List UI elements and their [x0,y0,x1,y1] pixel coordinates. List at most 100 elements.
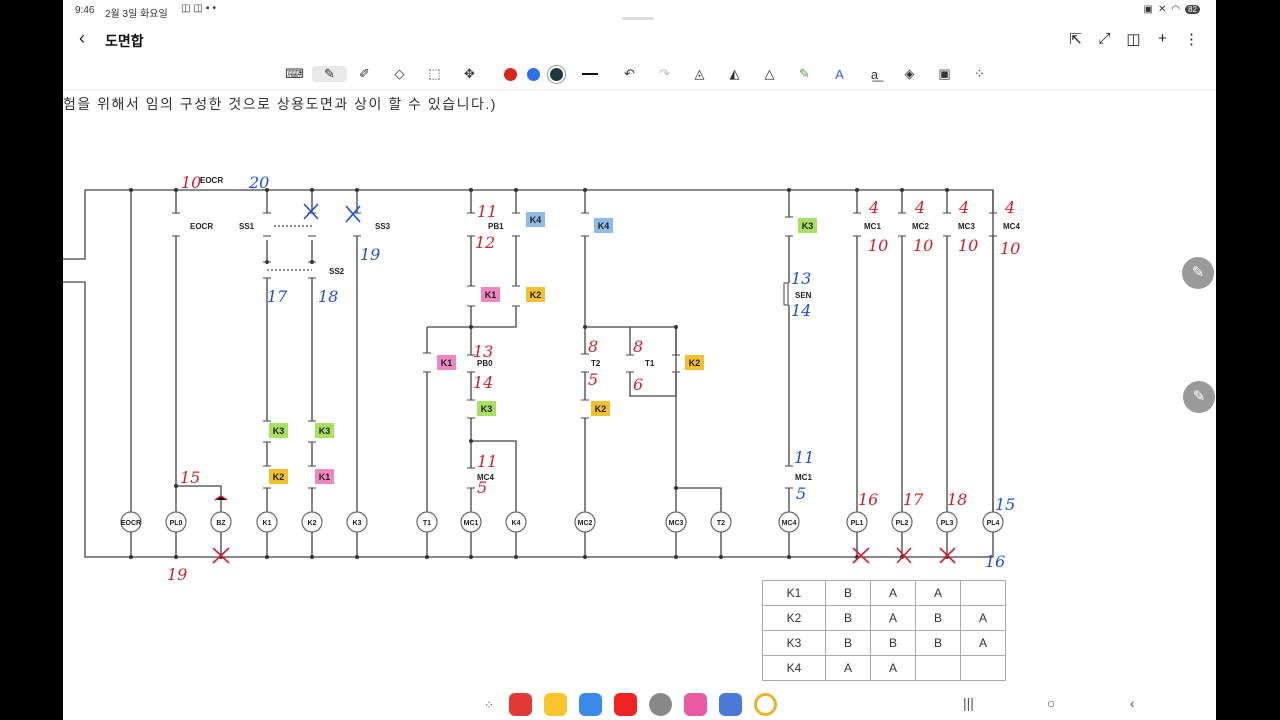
gallery-app-icon[interactable] [684,693,707,716]
pen-float-button-2[interactable]: ✎ [1183,381,1215,413]
more-icon[interactable]: ⋮ [1184,31,1199,48]
expand-icon[interactable]: ⤢ [1098,30,1111,47]
export-icon[interactable]: ⇱ [1069,31,1082,48]
svg-text:K1: K1 [441,358,453,368]
table-cell [960,580,1006,606]
add-icon[interactable]: + [1158,30,1167,47]
color-blue-swatch[interactable] [527,67,540,81]
memo-app-icon[interactable] [544,693,567,716]
row-label: K4 [762,655,826,681]
book-icon[interactable]: ◫ [1126,31,1141,48]
youtube-app-icon[interactable] [614,693,637,716]
blue-annotation: 18 [318,287,338,306]
coil-eocr: EOCR [120,511,142,533]
row-label: K3 [762,630,826,656]
undo-icon[interactable]: ↶ [624,66,635,81]
table-cell: A [960,630,1006,656]
contact-label: SEN [795,291,812,300]
keyboard-icon[interactable]: ⌨ [285,66,304,81]
lasso-icon[interactable]: ⬚ [428,66,441,81]
pen-icon[interactable]: ✎ [312,66,347,82]
recents-button[interactable]: ||| [963,695,974,711]
table-cell: B [870,630,916,656]
note-title[interactable]: 도면합 [105,33,144,49]
coil-label: T1 [423,520,431,527]
blue-annotation: 20 [248,173,269,192]
highlighter-icon[interactable]: ✐ [359,66,370,81]
color-red-swatch[interactable] [504,67,517,81]
red-annotation: 10 [913,236,933,255]
coil-t2: T2 [710,511,732,533]
blue-annotation: 14 [791,301,811,320]
red-annotation: 8 [633,337,643,356]
red-annotation: 16 [858,490,878,509]
text-icon[interactable]: A [835,66,844,82]
blue-annotation: 19 [360,245,380,264]
navigation-bar: ⁘ ||| ○ ‹ [63,688,1216,720]
contact-label: SS1 [239,222,255,231]
document-text: 험을 위해서 임의 구성한 것으로 상용도면과 상이 할 수 있습니다.) [63,96,497,112]
svg-text:K4: K4 [598,221,610,231]
contact-label: MC3 [958,222,975,231]
line-width-icon[interactable] [582,73,598,75]
back-chevron-icon[interactable]: ‹ [79,28,85,48]
relay-tag: K4 [594,218,613,233]
back-button[interactable]: ‹ [1130,695,1135,711]
marker-icon[interactable]: ✎ [799,66,810,81]
relay-tag: K2 [591,401,610,416]
red-annotation: 11 [477,452,497,471]
contact-label: PB1 [488,222,504,231]
svg-text:K2: K2 [689,358,701,368]
chrome-app-icon[interactable] [754,693,777,716]
coil-label: K4 [512,520,521,527]
eraser-icon[interactable]: ◇ [394,66,405,81]
notes-app-icon[interactable] [509,693,532,716]
red-annotation: 10 [958,236,978,255]
camera-app-icon[interactable] [649,693,672,716]
status-right: ▣ ✕ ◠ 82 [1144,4,1200,15]
shape-icon[interactable]: ◬ [694,66,705,81]
table-cell: B [825,605,871,631]
red-annotation: 12 [475,233,495,252]
home-button[interactable]: ○ [1047,695,1056,711]
red-annotation: 5 [477,478,487,497]
table-cell: A [960,605,1006,631]
red-annotation: 14 [473,373,493,392]
sticker-icon[interactable]: ◈ [904,66,915,81]
redo-icon[interactable]: ↷ [659,66,670,81]
coil-mc2: MC2 [574,511,596,533]
coil-label: MC3 [669,520,684,527]
relay-tag: K1 [481,287,500,302]
red-annotation: 4 [1004,198,1015,217]
color-dark-swatch[interactable] [550,67,563,81]
pin-icon[interactable]: ✥ [464,66,475,81]
apps-grid-icon[interactable]: ⁘ [483,697,495,712]
coil-mc3: MC3 [665,511,687,533]
contact-label: MC2 [912,222,929,231]
chat-app-icon[interactable] [579,693,602,716]
relay-tag: K2 [685,355,704,370]
more-grid-icon[interactable]: ⁘ [974,66,985,81]
image-icon[interactable]: ▣ [938,66,951,81]
pen-float-button[interactable]: ✎ [1182,257,1214,289]
table-cell: A [915,580,961,606]
app-screen: 9:46 2월 3일 화요일 ◫◫▪• ▣ ✕ ◠ 82 ‹ 도면합 ⇱ ⤢ ◫… [63,0,1216,720]
red-annotation: 4 [868,198,879,217]
shape3-icon[interactable]: △ [764,66,775,81]
blue-annotation: 11 [794,448,814,467]
shape2-icon[interactable]: ◭ [729,66,740,81]
svg-text:K3: K3 [481,404,493,414]
textbox-icon[interactable]: a͟ [870,66,879,82]
contact-symbols [172,189,997,489]
coil-k1: K1 [256,511,278,533]
coil-pl2: PL2 [891,511,913,533]
pen-app-icon[interactable] [719,693,742,716]
coil-label: BZ [216,520,226,527]
window-handle[interactable] [622,17,654,20]
coil-k3: K3 [346,511,368,533]
